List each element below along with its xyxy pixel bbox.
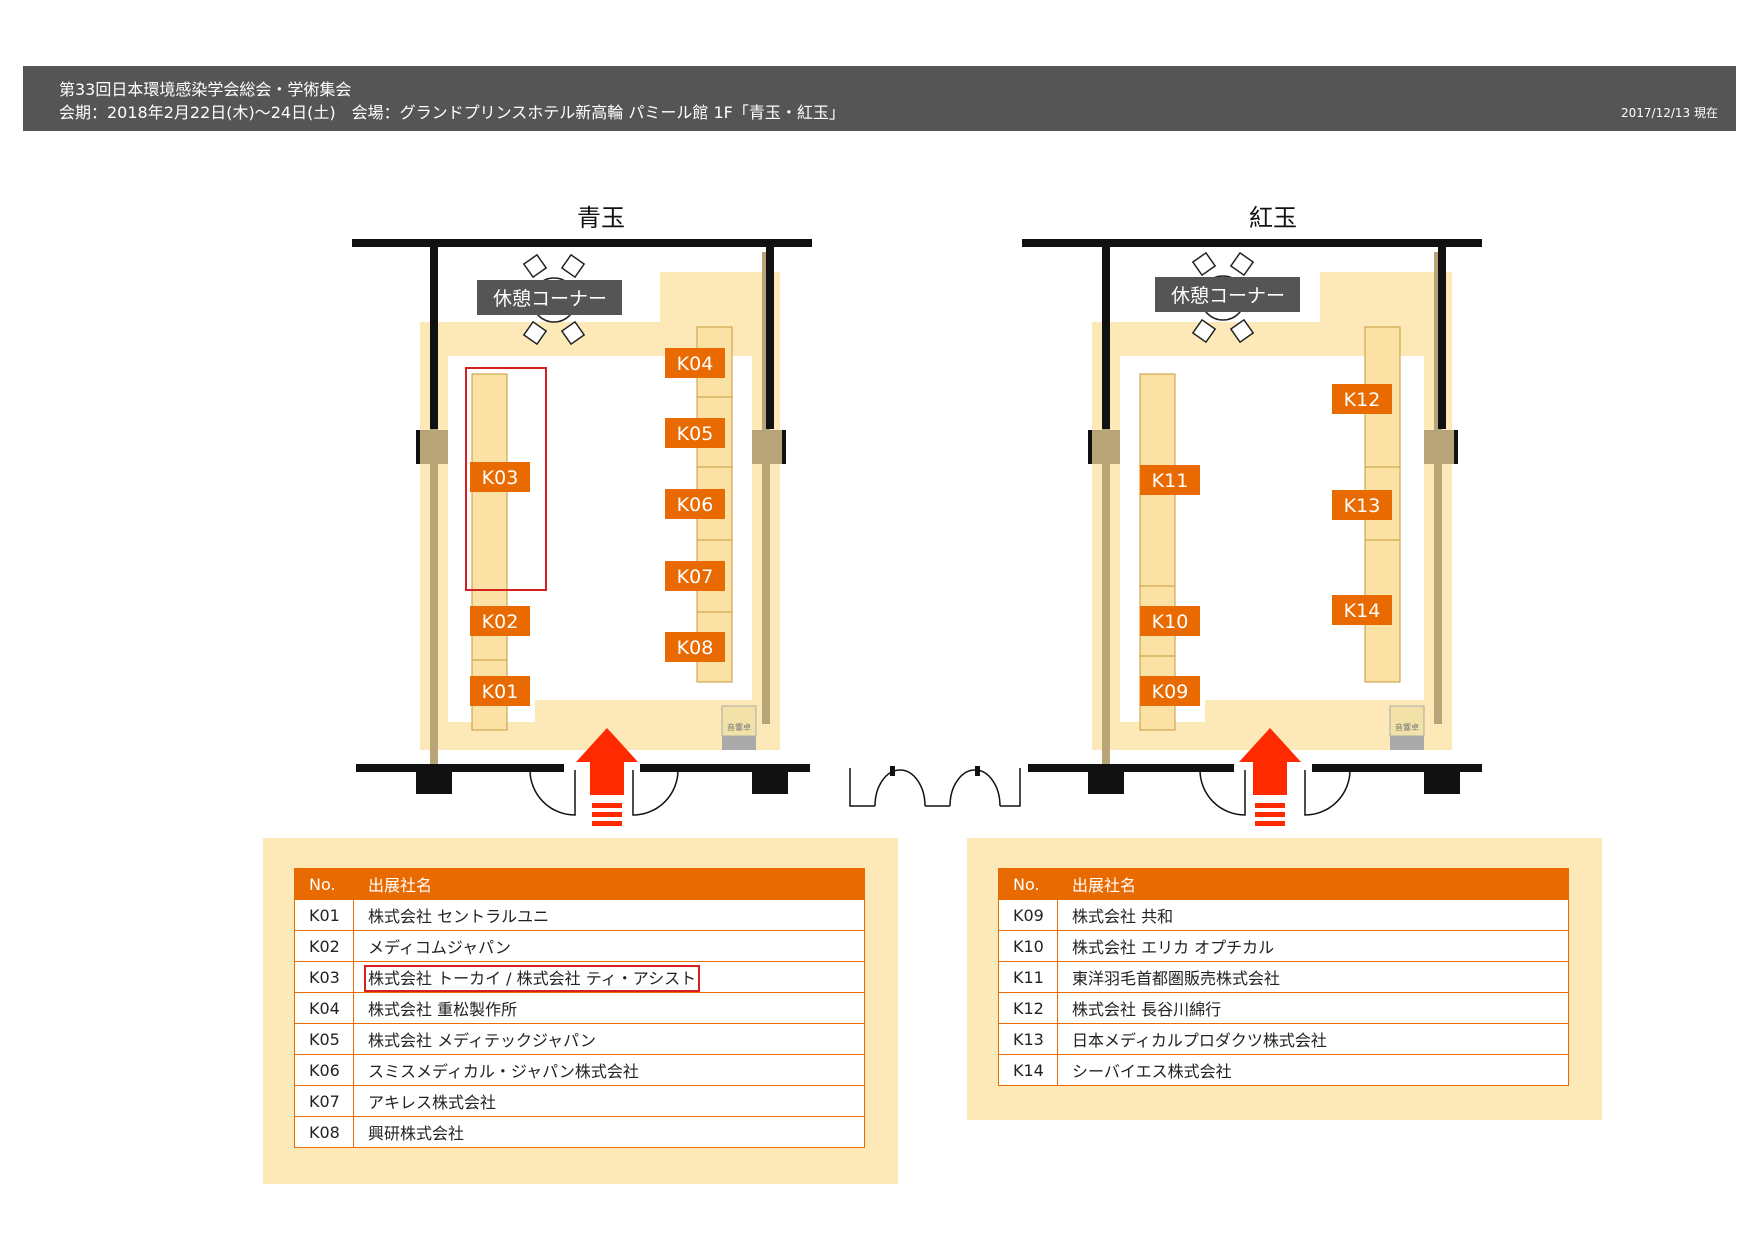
as-of-date: 2017/12/13 現在 (1621, 106, 1718, 120)
booth-no: K01 (294, 899, 354, 931)
exhibitor-name: メディコムジャパン (353, 930, 865, 962)
booth-k04 (665, 348, 725, 378)
col-name: 出展社名 (1057, 868, 1569, 900)
booth-k02 (470, 606, 530, 636)
room-aodama: 休憩コーナー 音響卓 青玉 (352, 204, 812, 826)
page-header: 第33回日本環境感染学会総会・学術集会 会期：2018年2月22日(木)〜24日… (23, 66, 1736, 131)
booth-label: K01 (482, 681, 519, 703)
k03-highlight (465, 367, 547, 591)
booth-k13 (1332, 490, 1392, 520)
corridor-doors (849, 768, 1021, 807)
booth-no: K08 (294, 1116, 354, 1148)
entrance-arrow-icon (576, 728, 638, 795)
booth-no: K12 (998, 992, 1058, 1024)
booth-label: K11 (1152, 470, 1189, 492)
exhibitor-name: 興研株式会社 (353, 1116, 865, 1148)
lounge-label: 休憩コーナー (1171, 285, 1285, 307)
booth-no: K02 (294, 930, 354, 962)
sound-desk-label: 音響卓 (727, 722, 751, 732)
booth-k11 (1140, 465, 1200, 495)
exhibitor-name: シーバイエス株式会社 (1057, 1054, 1569, 1086)
col-no: No. (998, 868, 1058, 900)
booth-no: K14 (998, 1054, 1058, 1086)
booth-k08 (665, 632, 725, 662)
room-title: 紅玉 (1249, 204, 1297, 232)
booth-label: K12 (1344, 389, 1381, 411)
booth-no: K04 (294, 992, 354, 1024)
sound-desk-label: 音響卓 (1395, 722, 1419, 732)
booth-label: K04 (677, 353, 714, 375)
booth-no: K11 (998, 961, 1058, 993)
booth-label: K13 (1344, 495, 1381, 517)
booth-k06 (665, 489, 725, 519)
room-title: 青玉 (577, 204, 625, 232)
booth-k07 (665, 561, 725, 591)
booth-label: K03 (482, 467, 519, 489)
col-no: No. (294, 868, 354, 900)
lounge-label: 休憩コーナー (493, 288, 607, 310)
exhibitor-name: アキレス株式会社 (353, 1085, 865, 1117)
exhibitor-name: 株式会社 セントラルユニ (353, 899, 865, 931)
exhibitor-name: 東洋羽毛首都圏販売株式会社 (1057, 961, 1569, 993)
booth-k09 (1140, 676, 1200, 706)
booth-no: K05 (294, 1023, 354, 1055)
booth-label: K07 (677, 566, 714, 588)
booth-k05 (665, 418, 725, 448)
booth-label: K02 (482, 611, 519, 633)
booth-k03 (470, 462, 530, 492)
exhibitor-name: 株式会社 共和 (1057, 899, 1569, 931)
exhibitor-name: 株式会社 長谷川綿行 (1057, 992, 1569, 1024)
col-name: 出展社名 (353, 868, 865, 900)
booth-no: K09 (998, 899, 1058, 931)
booth-label: K10 (1152, 611, 1189, 633)
exhibitor-name: 株式会社 メディテックジャパン (353, 1023, 865, 1055)
table-header: No. 出展社名 (294, 868, 865, 900)
exhibitor-name: スミスメディカル・ジャパン株式会社 (353, 1054, 865, 1086)
booth-no: K06 (294, 1054, 354, 1086)
booth-k12 (1332, 384, 1392, 414)
event-title: 第33回日本環境感染学会総会・学術集会 (59, 80, 352, 99)
booth-no: K13 (998, 1023, 1058, 1055)
booth-label: K08 (677, 637, 714, 659)
booth-k14 (1332, 595, 1392, 625)
booth-k01 (470, 676, 530, 706)
event-period-venue: 会期：2018年2月22日(木)〜24日(土) 会場：グランドプリンスホテル新高… (59, 103, 845, 122)
booth-label: K05 (677, 423, 714, 445)
exhibitor-name: 日本メディカルプロダクツ株式会社 (1057, 1023, 1569, 1055)
exhibitor-name: 株式会社 重松製作所 (353, 992, 865, 1024)
entrance-arrow-icon (1239, 728, 1301, 795)
room-kogyoku: 休憩コーナー 音響卓 紅玉 (1022, 204, 1482, 826)
booth-label: K06 (677, 494, 714, 516)
chair-icon (1191, 251, 1255, 344)
booth-no: K10 (998, 930, 1058, 962)
exhibitor-name: 株式会社 エリカ オプチカル (1057, 930, 1569, 962)
exhibitor-name: 株式会社 トーカイ / 株式会社 ティ・アシスト (353, 961, 865, 993)
booth-no: K07 (294, 1085, 354, 1117)
chair-icon (522, 253, 586, 346)
table-header: No. 出展社名 (998, 868, 1569, 900)
booth-label: K14 (1344, 600, 1381, 622)
booth-k10 (1140, 606, 1200, 636)
booth-no: K03 (294, 961, 354, 993)
booth-label: K09 (1152, 681, 1189, 703)
